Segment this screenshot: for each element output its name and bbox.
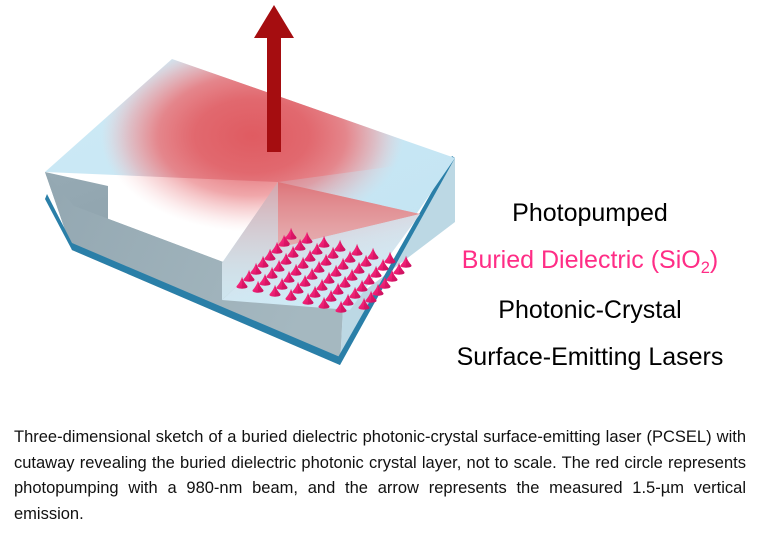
figure-caption: Three-dimensional sketch of a buried die… <box>14 428 746 523</box>
cutaway-wall-left-glow <box>222 182 278 300</box>
slab-front-face-upper <box>45 172 343 365</box>
figure-label-stack: Photopumped Buried Dielectric (SiO2) Pho… <box>430 190 750 381</box>
cutaway-wall-back-glow <box>278 182 420 248</box>
buried-dielectric-line-front <box>72 243 340 365</box>
label-buried-dielectric-pre: Buried Dielectric (SiO <box>461 246 701 274</box>
label-buried-dielectric: Buried Dielectric (SiO2) <box>430 237 750 287</box>
buried-dielectric-line-right <box>337 156 455 365</box>
label-photopumped: Photopumped <box>512 199 668 227</box>
vertical-emission-arrow <box>254 5 294 152</box>
semiconductor-slab <box>45 156 455 365</box>
cutaway-notch <box>222 182 420 313</box>
buried-dielectric-line-left <box>45 194 72 250</box>
figure-area: Photopumped Buried Dielectric (SiO2) Pho… <box>45 5 750 381</box>
pcsel-3d-sketch <box>45 5 455 365</box>
label-photonic-crystal: Photonic-Crystal <box>498 296 682 324</box>
label-surface-emitting-lasers: Surface-Emitting Lasers <box>456 343 724 371</box>
label-buried-dielectric-post: ) <box>709 246 719 274</box>
photonic-crystal-floor-glow <box>222 214 420 310</box>
label-buried-dielectric-subscript: 2 <box>700 259 710 277</box>
